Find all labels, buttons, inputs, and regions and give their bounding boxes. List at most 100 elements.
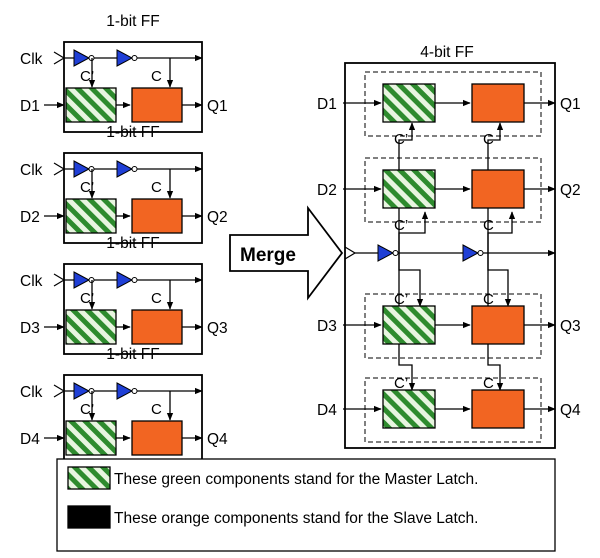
c-prime-label: C’	[80, 401, 94, 418]
c-prime-label: C’	[80, 179, 94, 196]
d-input-label: D1	[20, 98, 40, 115]
bit-slice-border	[364, 71, 542, 137]
master-latch	[382, 389, 436, 429]
clk-label: Clk	[20, 51, 43, 68]
clock-inverter-2	[116, 382, 134, 400]
clk-label: Clk	[20, 273, 43, 290]
clk-label: Clk	[20, 384, 43, 401]
d-input-label: D3	[317, 318, 337, 335]
c-prime-label: C’	[394, 131, 408, 148]
q-output-label: Q2	[207, 209, 228, 226]
q-output-label: Q2	[560, 182, 581, 199]
slave-latch	[131, 198, 183, 234]
merge-label: Merge	[240, 245, 296, 266]
slave-latch	[471, 305, 525, 345]
d-input-label: D3	[20, 320, 40, 337]
four-bit-ff-title: 4-bit FF	[420, 44, 473, 61]
c-label: C	[151, 68, 162, 85]
clock-input-triangle	[53, 273, 66, 287]
buffer-output-dot	[131, 55, 138, 61]
buffer-output-dot	[131, 277, 138, 283]
master-latch	[65, 309, 117, 345]
buffer-output-dot	[131, 388, 138, 394]
c-label: C	[151, 179, 162, 196]
slave-latch	[131, 420, 183, 456]
c-prime-label: C’	[394, 217, 408, 234]
clock-inverter-2	[462, 244, 480, 262]
d-input-label: D2	[317, 182, 337, 199]
slave-latch	[131, 87, 183, 123]
c-prime-label: C’	[394, 375, 408, 392]
q-output-label: Q4	[560, 402, 581, 419]
one-bit-ff-title: 1-bit FF	[106, 13, 159, 30]
one-bit-ff-title: 1-bit FF	[106, 235, 159, 252]
buffer-output-dot	[392, 250, 399, 256]
bit-slice-1: D1 Q1C’ C	[317, 71, 581, 148]
clock-input-triangle	[53, 162, 66, 176]
master-latch	[382, 169, 436, 209]
clock-inverter-1	[73, 49, 91, 67]
q-output-label: Q4	[207, 431, 228, 448]
legend-box	[56, 458, 556, 552]
c-prime-label: C’	[80, 290, 94, 307]
slave-latch	[471, 389, 525, 429]
clock-inverter-2	[116, 160, 134, 178]
d-input-label: D4	[20, 431, 40, 448]
clock-inverter-1	[73, 382, 91, 400]
legend-slave-swatch	[67, 505, 111, 529]
master-latch	[382, 305, 436, 345]
clock-inverter-1	[73, 160, 91, 178]
clock-inverter-1	[377, 244, 395, 262]
master-latch	[382, 83, 436, 123]
c-label: C	[483, 217, 494, 234]
master-latch	[65, 420, 117, 456]
slave-latch	[471, 83, 525, 123]
slave-latch	[131, 309, 183, 345]
c-label: C	[483, 291, 494, 308]
bit-slice-4: D4 Q4 C’ C	[317, 375, 581, 443]
q-output-label: Q1	[560, 96, 581, 113]
master-latch	[65, 87, 117, 123]
q-output-label: Q3	[560, 318, 581, 335]
one-bit-ff-title: 1-bit FF	[106, 346, 159, 363]
master-latch	[65, 198, 117, 234]
slave-latch	[471, 169, 525, 209]
clock-inverter-1	[73, 271, 91, 289]
bit-slice-2: D2 Q2C’ C	[317, 157, 581, 234]
legend-master-text: These green components stand for the Mas…	[114, 471, 478, 488]
c-label: C	[151, 401, 162, 418]
bit-slice-border	[364, 293, 542, 359]
clk-label: Clk	[20, 162, 43, 179]
d-input-label: D1	[317, 96, 337, 113]
legend-master-swatch	[67, 466, 111, 490]
bit-slice-border	[364, 157, 542, 223]
buffer-output-dot	[131, 166, 138, 172]
c-label: C	[483, 375, 494, 392]
clock-input-triangle	[53, 384, 66, 398]
legend-slave-text: These orange components stand for the Sl…	[114, 510, 478, 527]
clock-inverter-2	[116, 49, 134, 67]
c-prime-label: C’	[80, 68, 94, 85]
d-input-label: D2	[20, 209, 40, 226]
bit-slice-3: D3 Q3 C’ C	[317, 291, 581, 359]
one-bit-ff-title: 1-bit FF	[106, 124, 159, 141]
q-output-label: Q1	[207, 98, 228, 115]
d-input-label: D4	[317, 402, 337, 419]
bit-slice-border	[364, 377, 542, 443]
q-output-label: Q3	[207, 320, 228, 337]
merge-arrow: Merge	[229, 205, 344, 301]
c-label: C	[483, 131, 494, 148]
buffer-output-dot	[477, 250, 484, 256]
c-prime-label: C’	[394, 291, 408, 308]
clock-input-triangle	[53, 51, 66, 65]
legend: These green components stand for the Mas…	[56, 458, 556, 552]
c-label: C	[151, 290, 162, 307]
clock-inverter-2	[116, 271, 134, 289]
